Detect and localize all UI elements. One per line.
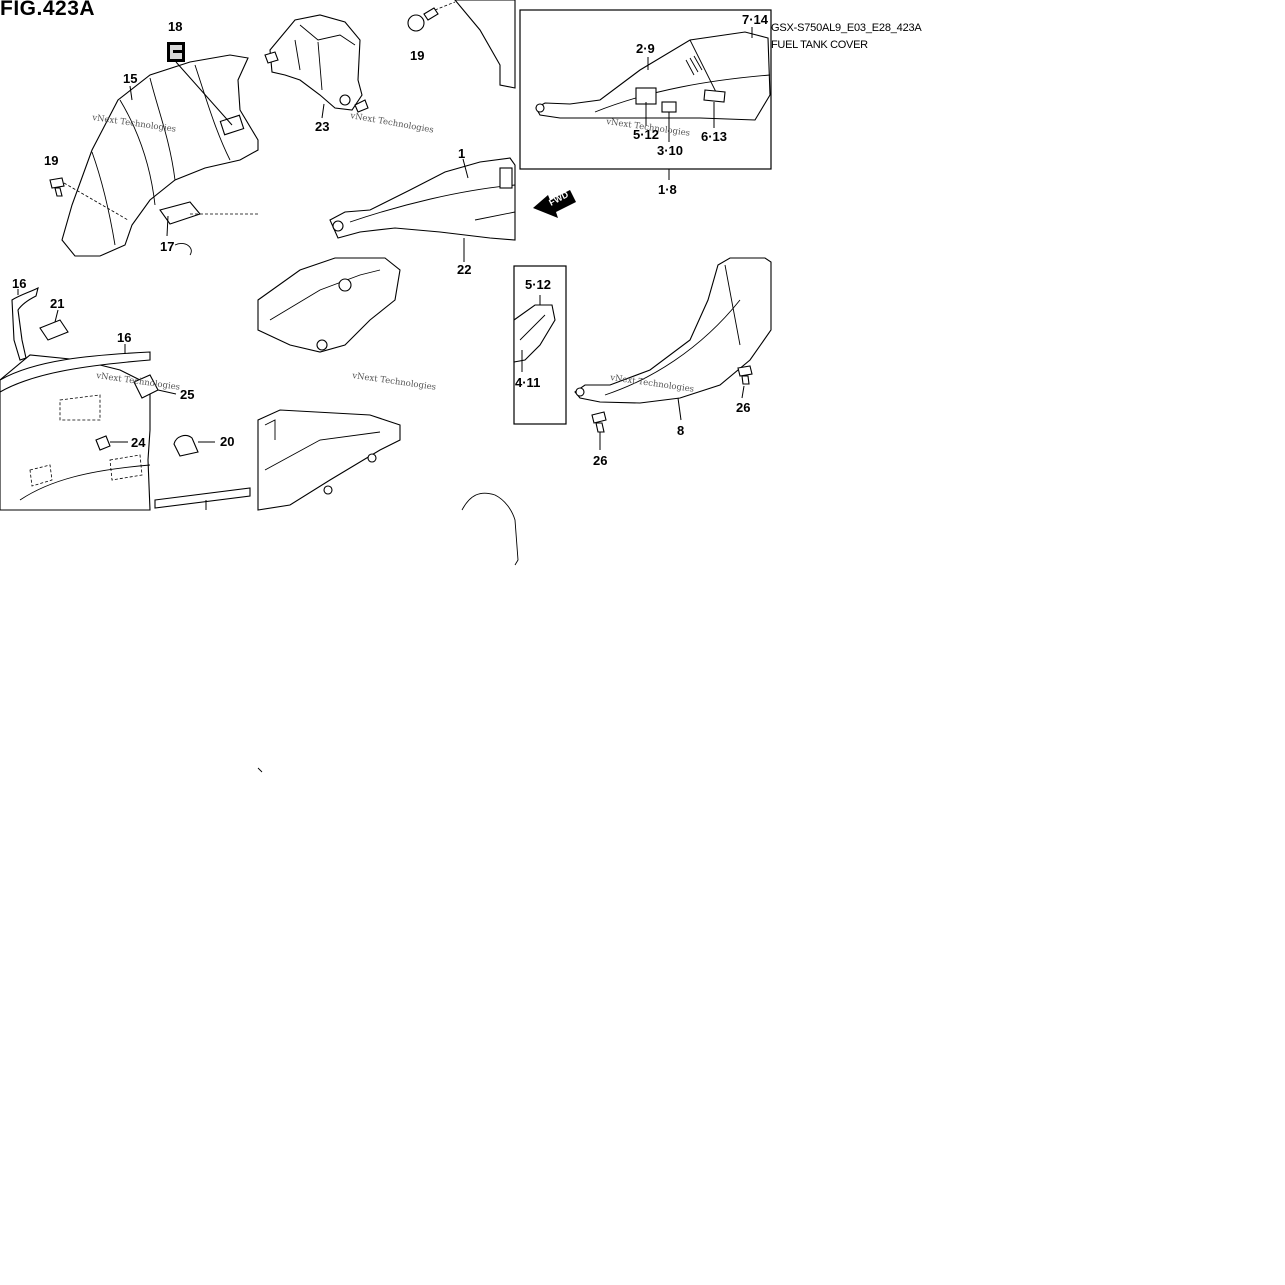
model-code: GSX-S750AL9_E03_E28_423A (771, 22, 922, 34)
callout-5-12-top: 5·12 (633, 127, 659, 142)
callout-1-8: 1·8 (658, 182, 677, 197)
callout-3-10: 3·10 (657, 143, 683, 158)
small-parts-drawing (39, 319, 251, 509)
callout-17: 17 (160, 239, 174, 254)
inner-bracket-23-drawing (264, 14, 369, 113)
bolt-19-top-drawing (407, 0, 516, 89)
leader-lines (17, 27, 753, 510)
callout-21: 21 (50, 296, 64, 311)
callout-26-right: 26 (736, 400, 750, 415)
callout-2-9: 2·9 (636, 41, 655, 56)
callout-5-12-inset: 5·12 (525, 277, 551, 292)
lower-cover-drawing (0, 286, 151, 511)
callout-7-14: 7·14 (742, 12, 769, 27)
callout-20: 20 (220, 434, 234, 449)
callout-4-11: 4·11 (515, 375, 540, 390)
inset-box-4-11 (513, 265, 567, 425)
callout-19-top: 19 (410, 48, 424, 63)
callout-19-left: 19 (44, 153, 58, 168)
callout-22: 22 (457, 262, 471, 277)
callout-labels: 18 15 19 17 23 19 1 22 2·9 7·14 5·12 3·1… (12, 12, 769, 468)
callout-16-left: 16 (12, 276, 26, 291)
side-panel-1-drawing (329, 157, 516, 241)
callout-6-13: 6·13 (701, 129, 727, 144)
callout-25: 25 (180, 387, 194, 402)
cover-8-drawing (574, 257, 772, 433)
callout-26-left: 26 (593, 453, 607, 468)
bolt-19-left-drawing (49, 177, 129, 221)
emblem-18-drawing (167, 42, 233, 126)
bottom-fragment-drawing (257, 492, 519, 773)
callout-18: 18 (168, 19, 182, 34)
callout-15: 15 (123, 71, 137, 86)
callout-16-right: 16 (117, 330, 131, 345)
callout-24: 24 (131, 435, 146, 450)
tank-cover-15-drawing (61, 54, 259, 257)
inner-frame-drawing (257, 257, 401, 511)
detail-box-1-8 (519, 9, 772, 170)
watermark-2: vNext Technologies (348, 111, 434, 136)
callout-23: 23 (315, 119, 329, 134)
figure-title: FIG.423A (0, 0, 96, 20)
diagram-subtitle: FUEL TANK COVER (771, 39, 868, 51)
fwd-arrow: FWD (533, 189, 576, 218)
callout-8: 8 (677, 423, 684, 438)
watermark-5: vNext Technologies (351, 371, 437, 393)
callout-1: 1 (458, 146, 465, 161)
